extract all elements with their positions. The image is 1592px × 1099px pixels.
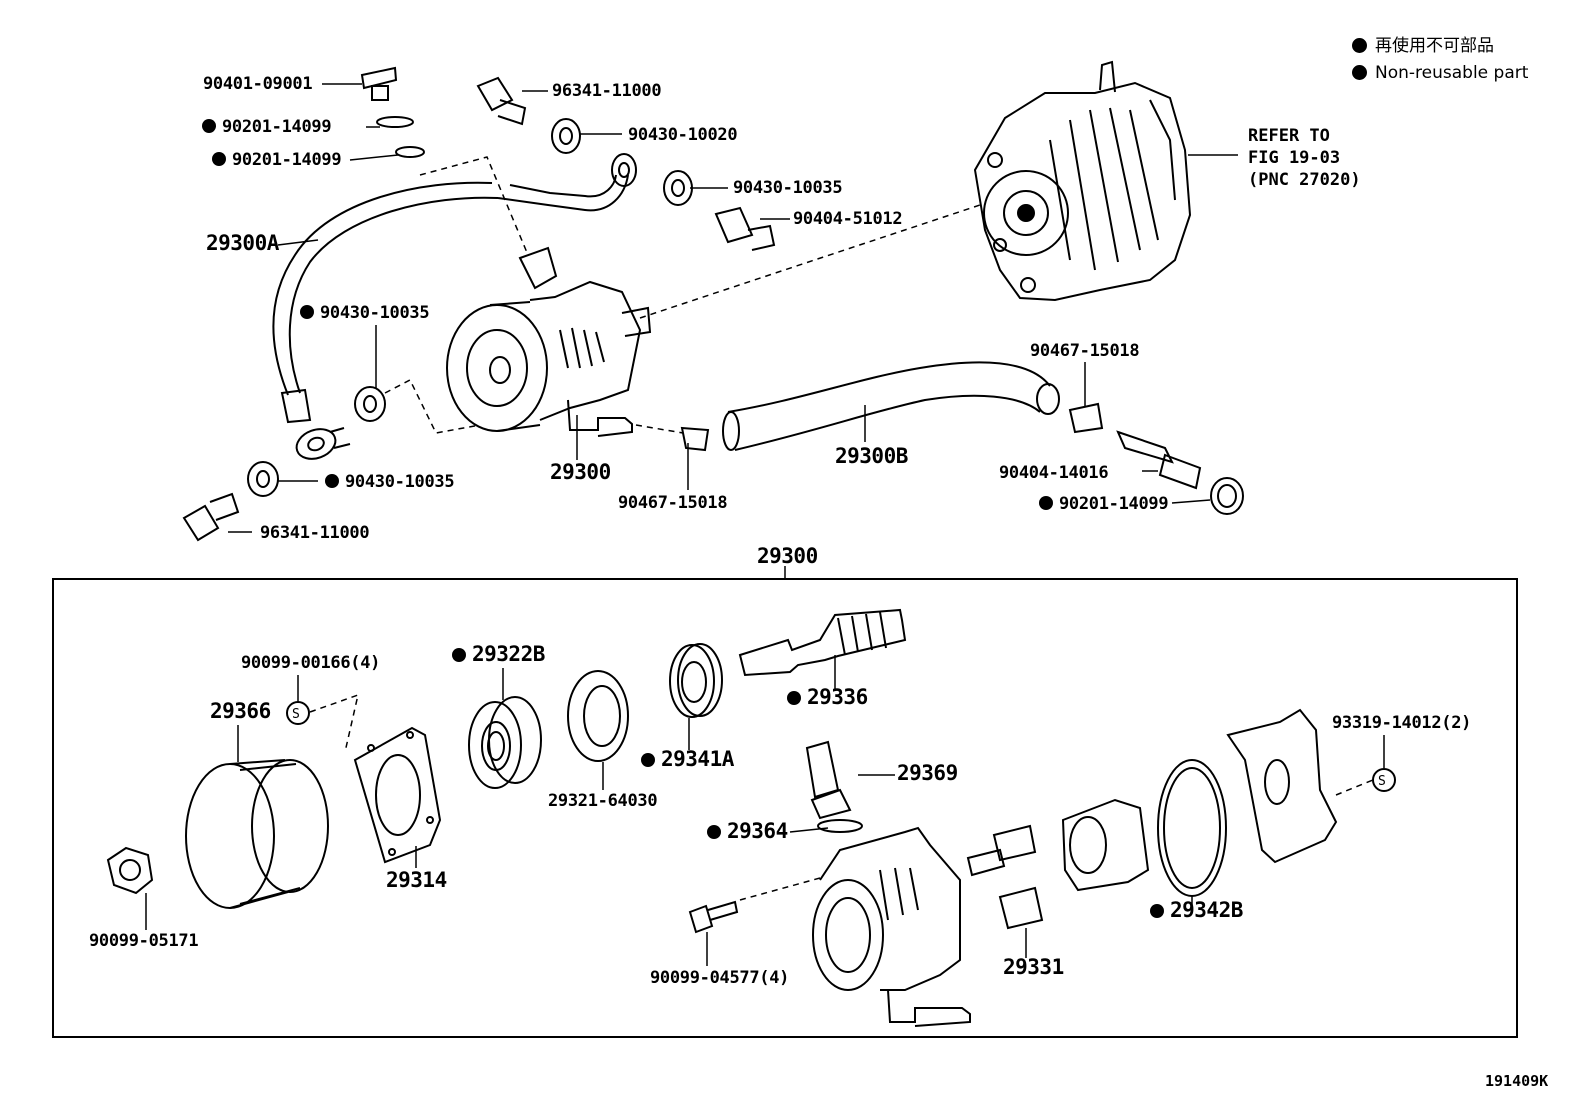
non-reusable-dot-icon bbox=[212, 152, 226, 166]
subassembly-parts bbox=[106, 608, 1396, 1027]
non-reusable-dot-icon bbox=[787, 691, 801, 705]
vacuum-pump-illustration bbox=[446, 246, 652, 437]
s-mark-2: S bbox=[1378, 774, 1386, 789]
legend: 再使用不可部品 Non-reusable part bbox=[1352, 33, 1528, 87]
vacuum-hose-29300B bbox=[722, 361, 1060, 451]
non-reusable-dot-icon bbox=[452, 648, 466, 662]
part-label: 29300 bbox=[757, 544, 818, 568]
leader-lines-box bbox=[145, 655, 1385, 966]
non-reusable-dot-icon bbox=[325, 474, 339, 488]
part-label: 90467-15018 bbox=[618, 493, 728, 513]
part-label-nonreusable: 90201-14099 bbox=[212, 151, 342, 169]
bullet-icon bbox=[1352, 65, 1367, 80]
non-reusable-dot-icon bbox=[300, 305, 314, 319]
refer-note: REFER TO FIG 19-03 (PNC 27020) bbox=[1248, 125, 1361, 191]
vacuum-hose-29300A bbox=[272, 153, 637, 460]
figure-code: 191409K bbox=[1485, 1072, 1549, 1090]
non-reusable-dot-icon bbox=[707, 825, 721, 839]
part-label: 93319-14012(2) bbox=[1332, 713, 1472, 733]
part-label: 90404-14016 bbox=[999, 463, 1109, 483]
part-label: 90099-04577(4) bbox=[650, 968, 790, 988]
part-label-nonreusable: 90430-10035 bbox=[325, 473, 455, 491]
part-label: 96341-11000 bbox=[552, 81, 662, 101]
part-label-nonreusable: 29364 bbox=[707, 821, 788, 842]
part-label-nonreusable: 29342B bbox=[1150, 900, 1243, 921]
part-label: 29366 bbox=[210, 699, 271, 723]
refer-line-2: FIG 19-03 bbox=[1248, 148, 1341, 168]
part-label: 29300A bbox=[206, 231, 279, 255]
non-reusable-dot-icon bbox=[202, 119, 216, 133]
legend-en: Non-reusable part bbox=[1375, 63, 1529, 83]
part-label: 29314 bbox=[386, 868, 447, 892]
s-mark-1: S bbox=[292, 707, 300, 722]
bullet-icon bbox=[1352, 38, 1367, 53]
part-label: 29300B bbox=[835, 444, 908, 468]
legend-jp: 再使用不可部品 bbox=[1375, 36, 1494, 56]
legend-row-jp: 再使用不可部品 bbox=[1352, 33, 1528, 60]
alternator-illustration bbox=[973, 60, 1192, 302]
small-parts-upper bbox=[182, 66, 1244, 542]
refer-line-1: REFER TO bbox=[1248, 126, 1330, 146]
part-label: 90430-10020 bbox=[628, 125, 738, 145]
guide-lines-upper bbox=[384, 156, 981, 434]
part-label-nonreusable: 29322B bbox=[452, 644, 545, 665]
non-reusable-dot-icon bbox=[641, 753, 655, 767]
refer-line-3: (PNC 27020) bbox=[1248, 170, 1361, 190]
part-label: 90401-09001 bbox=[203, 74, 313, 94]
part-label-nonreusable: 90201-14099 bbox=[1039, 495, 1169, 513]
part-label-nonreusable: 90201-14099 bbox=[202, 118, 332, 136]
part-label: 90430-10035 bbox=[733, 178, 843, 198]
guide-lines-box bbox=[309, 693, 1374, 901]
part-label: 29300 bbox=[550, 460, 611, 484]
non-reusable-dot-icon bbox=[1039, 496, 1053, 510]
part-label: 96341-11000 bbox=[260, 523, 370, 543]
part-label: 90099-00166(4) bbox=[241, 653, 381, 673]
legend-row-en: Non-reusable part bbox=[1352, 60, 1528, 87]
part-label-nonreusable: 90430-10035 bbox=[300, 304, 430, 322]
part-label: 29321-64030 bbox=[548, 791, 658, 811]
part-label: 29369 bbox=[897, 761, 958, 785]
non-reusable-dot-icon bbox=[1150, 904, 1164, 918]
leader-lines-upper bbox=[228, 83, 1238, 533]
part-label: 90099-05171 bbox=[89, 931, 199, 951]
part-label-nonreusable: 29336 bbox=[787, 687, 868, 708]
part-label-nonreusable: 29341A bbox=[641, 749, 734, 770]
part-label: 90467-15018 bbox=[1030, 341, 1140, 361]
part-label: 90404-51012 bbox=[793, 209, 903, 229]
part-label: 29331 bbox=[1003, 955, 1064, 979]
